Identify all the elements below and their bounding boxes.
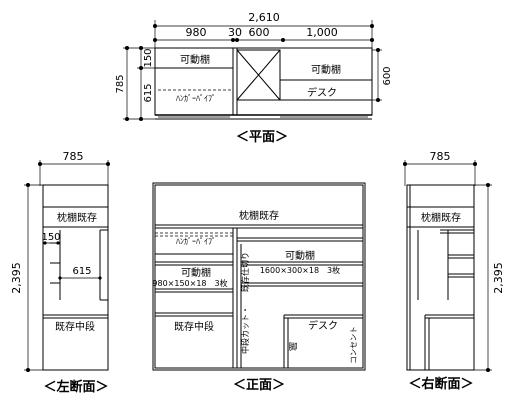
dim-dot <box>26 183 30 187</box>
dim-dot <box>139 66 143 70</box>
dim-width-label: 785 <box>63 150 84 163</box>
dim-dot <box>98 276 102 280</box>
dim-dot <box>370 38 374 42</box>
dim-depth-label: 785 <box>115 74 126 93</box>
dim-dot <box>235 38 239 42</box>
left-section-caption: ＜左断面＞ <box>43 379 108 395</box>
plan-opening-diag <box>236 49 281 101</box>
dim-dot <box>125 117 129 121</box>
dim-dot <box>58 276 62 280</box>
dim-depth-lower-label: 615 <box>143 83 154 102</box>
dim-dot <box>153 38 157 42</box>
front-mid-shelf-label: 既存中段 <box>174 320 214 333</box>
dim-dot <box>486 183 490 187</box>
front-leg-label: 脚 <box>288 342 297 353</box>
left-top-shelf-label: 枕棚既存 <box>57 211 97 224</box>
dim-dot <box>38 162 42 166</box>
right-section-view: 785 2,395 枕棚既存 ＜右断面＞ <box>403 150 505 392</box>
dim-height-label: 2,395 <box>10 262 23 294</box>
front-pipe-label: ﾊﾝｶﾞｰﾊﾟｲﾌﾟ <box>176 237 216 246</box>
front-view: 枕棚既存 ﾊﾝｶﾞｰﾊﾟｲﾌﾟ 可動棚 980×150×18 3枚 既存中段 既… <box>152 182 366 393</box>
front-partition-label-lower: 中段カット・ <box>240 306 250 354</box>
dim-width-label: 785 <box>430 150 451 163</box>
plan-pipe-label: ﾊﾝｶﾞｰﾊﾟｲﾌﾟ <box>176 94 216 103</box>
front-inner <box>154 184 364 369</box>
plan-view: 2,610 980 30 600 1,000 可動棚 ﾊﾝｶﾞｰﾊﾟｲﾌﾟ <box>115 11 393 145</box>
dim-dot <box>125 46 129 50</box>
front-shelf-left-label: 可動棚 <box>181 266 211 279</box>
dim-seg-gap: 30 <box>228 26 242 39</box>
plan-desk-label: デスク <box>307 86 337 99</box>
front-desk-label: デスク <box>308 319 338 332</box>
dim-seg-right: 1,000 <box>306 26 338 39</box>
dim-seg-mid: 600 <box>249 26 270 39</box>
dim-dot <box>281 38 285 42</box>
dim-dot <box>473 162 477 166</box>
dim-seg-left: 980 <box>186 26 207 39</box>
dim-dot <box>376 98 380 102</box>
front-outline <box>152 182 366 371</box>
plan-shelf-right-label: 可動棚 <box>311 63 341 76</box>
dim-total-label: 2,610 <box>248 11 280 24</box>
dim-dot <box>43 241 47 245</box>
dim-dot <box>56 241 60 245</box>
dim-dot <box>486 368 490 372</box>
left-mid-shelf-label: 既存中段 <box>55 320 95 333</box>
dim-dot <box>26 368 30 372</box>
dim-615-label: 615 <box>72 266 91 277</box>
front-outlet-label: コンセント <box>349 326 358 364</box>
dim-dot <box>231 38 235 42</box>
plan-shelf-left-label: 可動棚 <box>180 53 210 66</box>
left-section-outline <box>42 184 109 371</box>
dim-dot <box>139 117 143 121</box>
dim-dot <box>376 48 380 52</box>
front-caption: ＜正面＞ <box>233 378 285 393</box>
dim-depth-upper-label: 150 <box>143 48 154 67</box>
right-section-caption: ＜右断面＞ <box>408 376 473 392</box>
dim-right-depth-label: 600 <box>382 66 393 85</box>
front-shelf-right-spec: 1600×300×18 3枚 <box>260 265 340 275</box>
dim-150-label: 150 <box>41 232 60 243</box>
dim-dot <box>106 162 110 166</box>
front-shelf-left-spec: 980×150×18 3枚 <box>152 278 227 288</box>
plan-caption: ＜平面＞ <box>236 130 288 145</box>
front-partition-label-upper: 既存仕切り <box>240 252 250 292</box>
front-top-shelf-label: 枕棚既存 <box>239 209 279 222</box>
dim-dot <box>370 24 374 28</box>
dim-dot <box>403 162 407 166</box>
dim-dot <box>153 24 157 28</box>
left-section-view: 785 2,395 枕棚既存 150 615 既存中段 ＜ <box>10 150 110 395</box>
front-shelf-right-label: 可動棚 <box>285 249 315 262</box>
right-top-shelf-label: 枕棚既存 <box>421 211 461 224</box>
dim-height-label: 2,395 <box>492 262 505 294</box>
dim-dot <box>139 46 143 50</box>
